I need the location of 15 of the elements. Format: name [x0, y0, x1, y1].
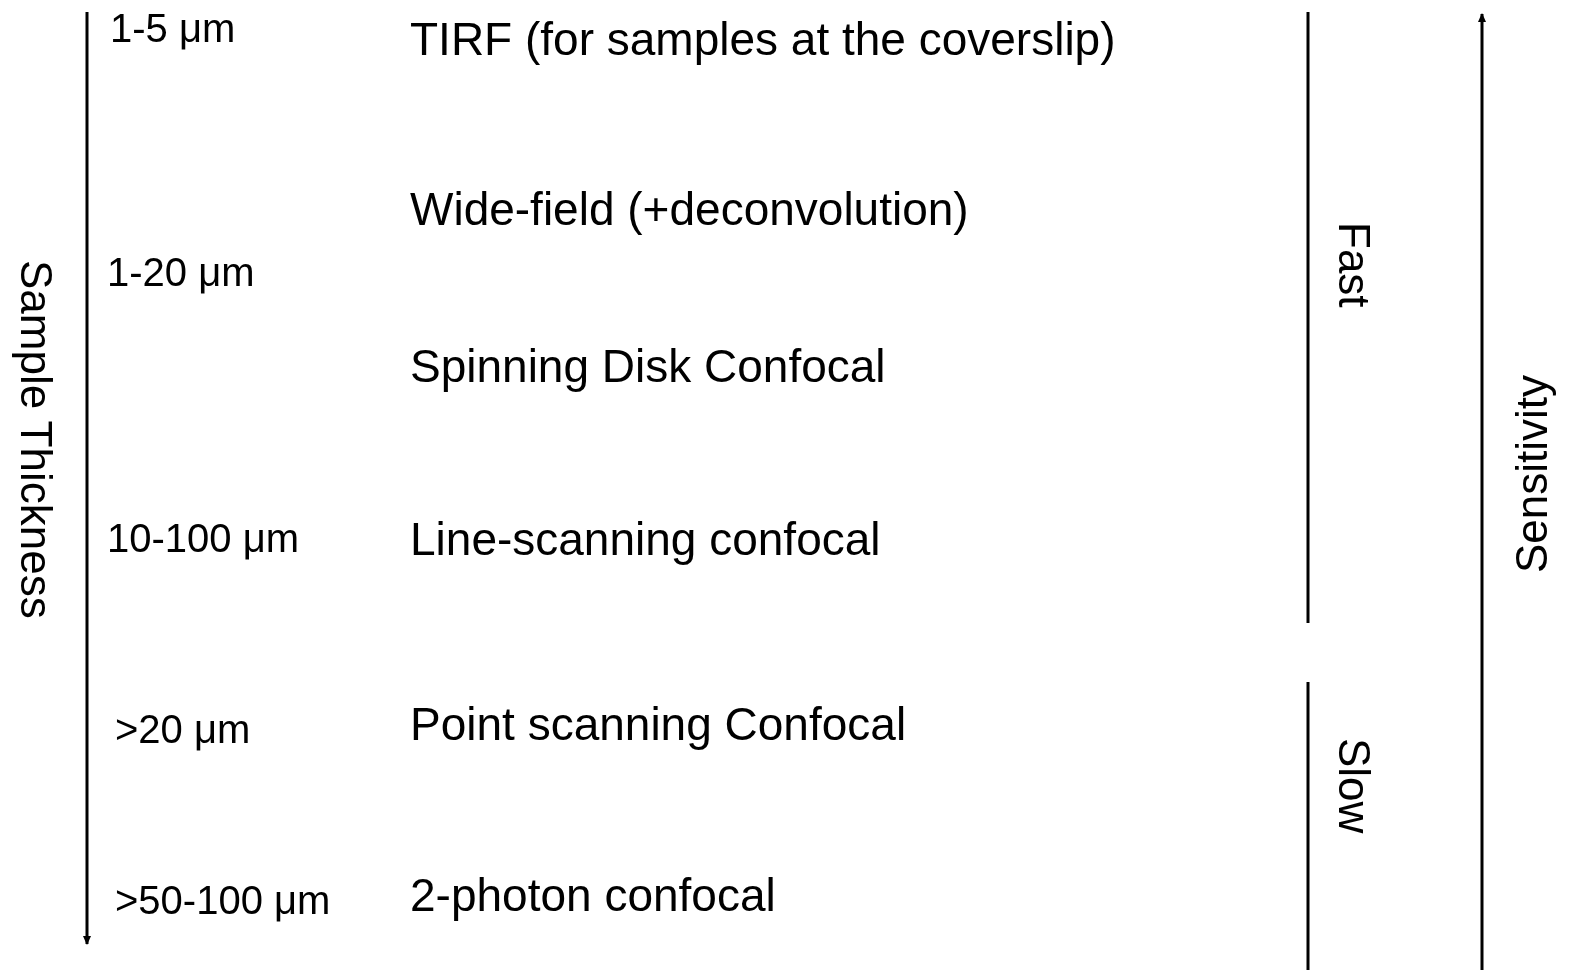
method-label: Point scanning Confocal [410, 699, 907, 750]
method-label: 2-photon confocal [410, 870, 776, 921]
speed-label: Fast [1330, 222, 1379, 308]
speed-label: Slow [1330, 738, 1379, 834]
axis-title: Sample Thickness [12, 260, 61, 619]
thickness-label: 1-5 μm [110, 6, 236, 50]
method-label: Wide-field (+deconvolution) [410, 184, 969, 235]
method-label: Line-scanning confocal [410, 514, 881, 565]
thickness-label: >50-100 μm [115, 878, 331, 922]
axis-title: Sensitivity [1508, 375, 1557, 574]
thickness-label: >20 μm [115, 707, 251, 751]
thickness-label: 1-20 μm [107, 250, 255, 294]
method-label: Spinning Disk Confocal [410, 341, 886, 392]
method-label: TIRF (for samples at the coverslip) [410, 14, 1116, 65]
thickness-label: 10-100 μm [107, 516, 300, 560]
